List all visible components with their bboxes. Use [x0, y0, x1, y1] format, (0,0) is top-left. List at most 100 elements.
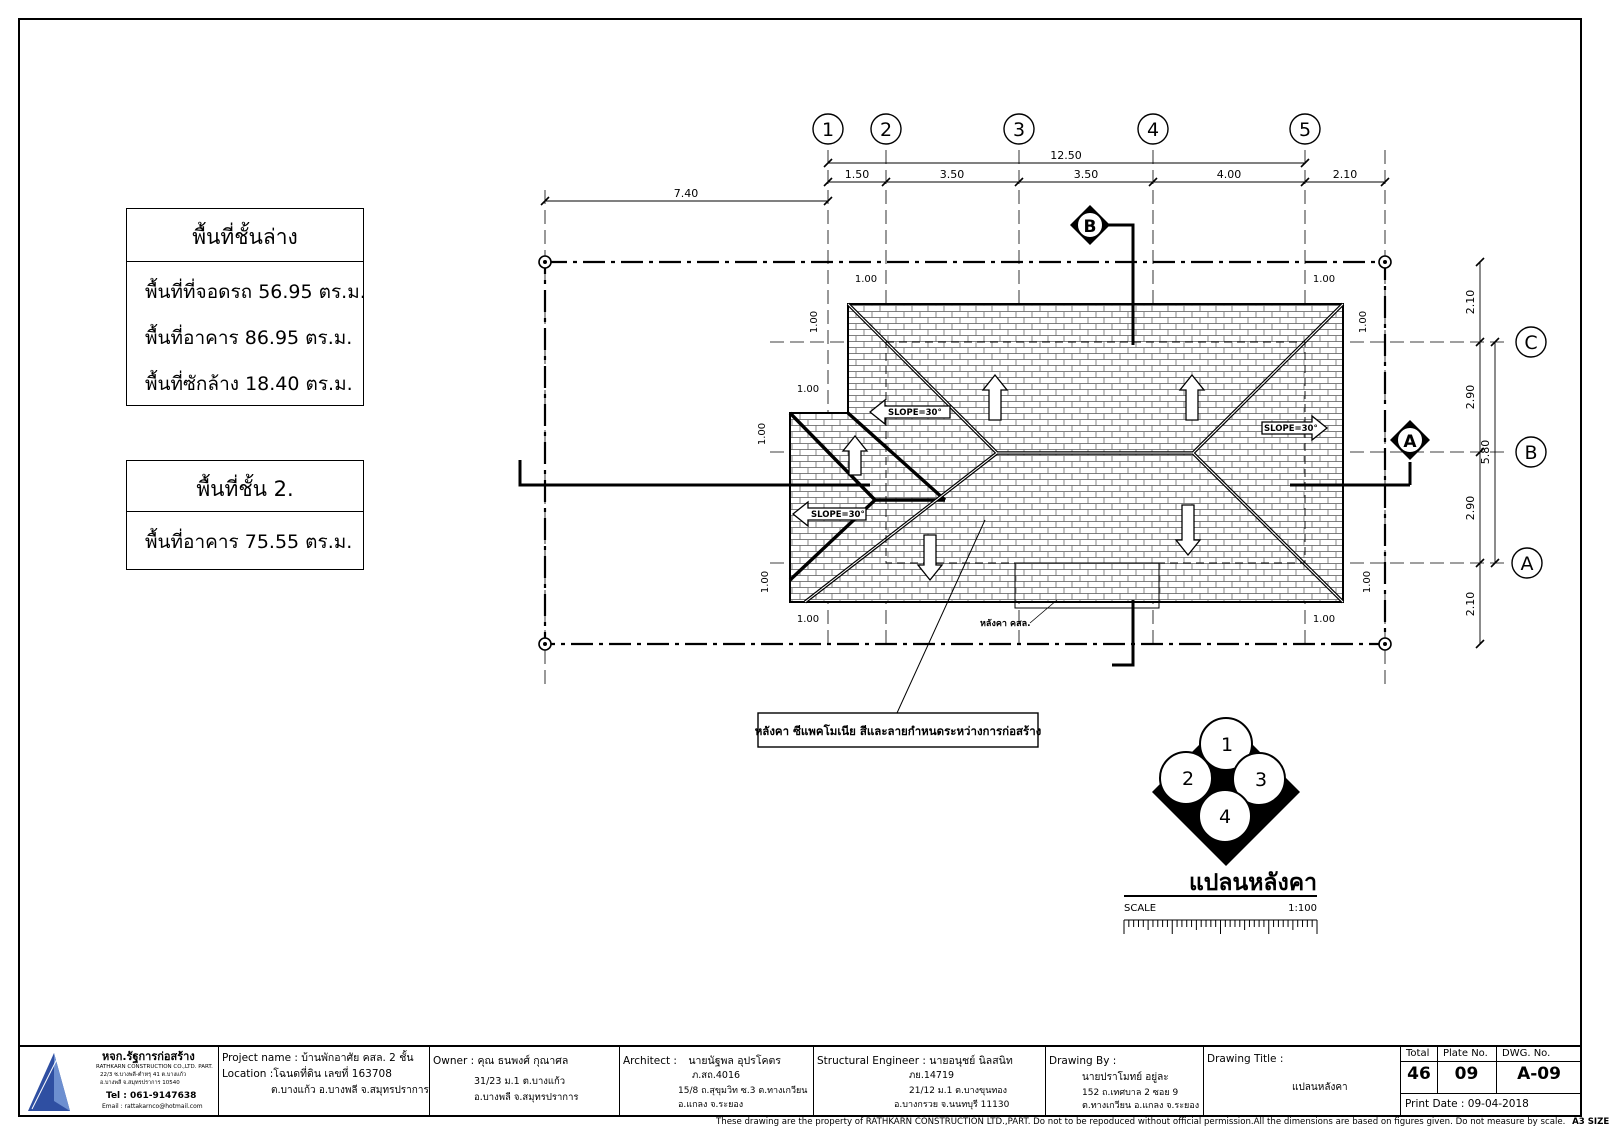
key-plan: 1 2 3 4 — [1152, 717, 1300, 866]
total-sheets: 46 — [1407, 1064, 1431, 1084]
svg-text:B: B — [1084, 217, 1097, 237]
grid-label-3: 3 — [1013, 119, 1025, 141]
dim-y-4: 2.10 — [1464, 592, 1477, 617]
grid-label-b: B — [1524, 442, 1537, 464]
overhang-dim-9: 1.00 — [760, 571, 771, 593]
engineer-line: Structural Engineer : นายอนุชย์ นิลสนิท — [817, 1054, 1013, 1068]
dim-y-3: 2.90 — [1464, 496, 1477, 521]
engineer-name: นายอนุชย์ นิลสนิท — [929, 1055, 1013, 1067]
grid-label-1: 1 — [822, 119, 834, 141]
slope-label-3: SLOPE=30° — [1264, 424, 1318, 434]
scale-value: 1:100 — [1288, 903, 1317, 914]
svg-text:3: 3 — [1255, 769, 1267, 791]
laundry-area: พื้นที่ซักล้าง 18.40 ตร.ม. — [145, 373, 353, 395]
dim-y-2: 2.90 — [1464, 385, 1477, 410]
drawing-by-address-1: 152 ถ.เทศบาล 2 ซอย 9 — [1082, 1088, 1179, 1098]
company-cell: หจก.รัฐการก่อสร้าง RATHKARN CONSTRUCTION… — [20, 1047, 219, 1115]
architect-address-2: อ.แกลง จ.ระยอง — [678, 1100, 744, 1110]
company-name-en: RATHKARN CONSTRUCTION CO.,LTD. PART. — [96, 1064, 213, 1070]
company-tel: Tel : 061-9147638 — [106, 1091, 197, 1101]
grid-label-5: 5 — [1299, 119, 1311, 141]
scale-bar — [1123, 919, 1318, 934]
drawing-title: แปลนหลังคา — [1189, 870, 1317, 896]
svg-text:A: A — [1403, 432, 1417, 452]
second-floor-heading: พื้นที่ชั้น 2. — [127, 461, 363, 512]
location-deed: โฉนดที่ดิน เลขที่ 163708 — [273, 1068, 392, 1080]
roof-material-note: หลังคา ซีแพคโมเนีย สีและลายกำหนดระหว่างก… — [755, 723, 1042, 738]
dim-y-total: 5.80 — [1479, 440, 1492, 465]
project-label: Project name : — [222, 1052, 298, 1064]
location-address: ต.บางแก้ว อ.บางพลี จ.สมุทรปราการ — [271, 1085, 429, 1096]
building-area-ground: พื้นที่อาคาร 86.95 ตร.ม. — [145, 327, 353, 349]
dim-4-5: 4.00 — [1217, 168, 1242, 181]
overhang-dim-3: 1.00 — [797, 384, 819, 395]
owner-name: คุณ ธนพงศ์ กุณาศล — [477, 1055, 569, 1067]
total-label: Total — [1406, 1048, 1430, 1059]
title-block: หจก.รัฐการก่อสร้าง RATHKARN CONSTRUCTION… — [18, 1045, 1582, 1117]
drawing-by-name: นายปราโมทย์ อยู่ละ — [1082, 1072, 1169, 1083]
overhang-dim-10: 1.00 — [1362, 571, 1373, 593]
grid-label-c: C — [1524, 332, 1537, 354]
engineer-address-1: 21/12 ม.1 ต.บางขุนทอง — [909, 1086, 1008, 1096]
architect-address-1: 15/8 ถ.สุขุมวิท ซ.3 ต.ทางเกวียน — [678, 1086, 808, 1096]
plate-number: 09 — [1454, 1064, 1479, 1084]
ground-floor-heading: พื้นที่ชั้นล่าง — [127, 209, 363, 262]
footer-note: These drawing are the property of RATHKA… — [716, 1117, 1609, 1127]
architect-line: Architect : นายนัฐพล อุปรโคตร — [623, 1054, 781, 1068]
parking-area: พื้นที่ที่จอดรถ 56.95 ตร.ม. — [145, 281, 366, 303]
dim-3-4: 3.50 — [1074, 168, 1099, 181]
ground-floor-area-table: พื้นที่ชั้นล่าง พื้นที่ที่จอดรถ 56.95 ตร… — [126, 208, 366, 406]
scale-label: SCALE — [1124, 903, 1156, 914]
overhang-dim-1: 1.00 — [855, 274, 877, 285]
footer-disclaimer: These drawing are the property of RATHKA… — [716, 1117, 1566, 1127]
sheet-size: A3 SIZE — [1572, 1117, 1609, 1127]
drawing-by-address-2: ต.ทางเกวียน อ.แกลง จ.ระยอง — [1082, 1101, 1200, 1111]
dim-y-1: 2.10 — [1464, 290, 1477, 315]
owner-address-1: 31/23 ม.1 ต.บางแก้ว — [474, 1076, 566, 1087]
overhang-dim-7: 1.00 — [1358, 311, 1369, 333]
project-line: Project name : บ้านพักอาศัย คสล. 2 ชั้น — [222, 1051, 414, 1065]
engineer-cell: Structural Engineer : นายอนุชย์ นิลสนิท … — [814, 1047, 1046, 1115]
architect-label: Architect : — [623, 1055, 677, 1067]
slope-label-1: SLOPE=30° — [888, 408, 942, 418]
sheet-number-cell: Total Plate No. DWG. No. 46 09 A-09 Prin… — [1401, 1047, 1582, 1115]
owner-address-2: อ.บางพลี จ.สมุทรปราการ — [474, 1092, 579, 1103]
engineer-label: Structural Engineer : — [817, 1055, 926, 1067]
offset-dimension: 7.40 — [674, 187, 699, 200]
location-line: Location :โฉนดที่ดิน เลขที่ 163708 — [222, 1067, 392, 1081]
engineer-license: ภย.14719 — [909, 1070, 955, 1081]
drawing-title-value: แปลนหลังคา — [1292, 1082, 1348, 1093]
overhang-dim-4: 1.00 — [797, 614, 819, 625]
section-marker-a: A — [1390, 420, 1430, 460]
architect-name: นายนัฐพล อุปรโคตร — [688, 1055, 781, 1067]
second-floor-area-table: พื้นที่ชั้น 2. พื้นที่อาคาร 75.55 ตร.ม. — [126, 460, 364, 570]
svg-text:4: 4 — [1219, 806, 1231, 828]
company-email: Email : rattakarnco@hotmail.com — [102, 1103, 203, 1110]
dim-2-3: 3.50 — [940, 168, 965, 181]
dim-1-2: 1.50 — [845, 168, 870, 181]
overhang-dim-6: 1.00 — [809, 311, 820, 333]
project-name: บ้านพักอาศัย คสล. 2 ชั้น — [301, 1052, 414, 1064]
drawing-title-cell: Drawing Title : แปลนหลังคา — [1204, 1047, 1401, 1115]
roof-plan-drawing: SLOPE=30° SLOPE=30° SLOPE=30° 1 2 3 4 5 … — [518, 113, 1547, 934]
dim-5-edge: 2.10 — [1333, 168, 1358, 181]
drawing-by-label: Drawing By : — [1049, 1055, 1117, 1067]
drawing-title-label: Drawing Title : — [1207, 1053, 1284, 1065]
architect-cell: Architect : นายนัฐพล อุปรโคตร ภ.สถ.4016 … — [620, 1047, 814, 1115]
engineer-address-2: อ.บางกรวย จ.นนทบุรี 11130 — [894, 1100, 1010, 1110]
grid-label-a: A — [1521, 553, 1534, 575]
plate-label: Plate No. — [1443, 1048, 1488, 1059]
dwg-number: A-09 — [1517, 1064, 1561, 1084]
gutter-label: หลังคา คสล. — [980, 618, 1031, 629]
svg-text:1: 1 — [1221, 734, 1233, 756]
drawing-by-cell: Drawing By : นายปราโมทย์ อยู่ละ 152 ถ.เท… — [1046, 1047, 1204, 1115]
section-marker-b: B — [1070, 205, 1110, 245]
company-address-2: อ.บางพลี จ.สมุทรปราการ 10540 — [100, 1080, 180, 1086]
owner-cell: Owner : คุณ ธนพงศ์ กุณาศล 31/23 ม.1 ต.บา… — [430, 1047, 620, 1115]
owner-label: Owner : — [433, 1055, 475, 1067]
overhang-dim-8: 1.00 — [757, 423, 768, 445]
grid-label-2: 2 — [880, 119, 892, 141]
grid-label-4: 4 — [1147, 119, 1159, 141]
company-name-th: หจก.รัฐการก่อสร้าง — [102, 1050, 195, 1063]
svg-text:2: 2 — [1182, 768, 1194, 790]
